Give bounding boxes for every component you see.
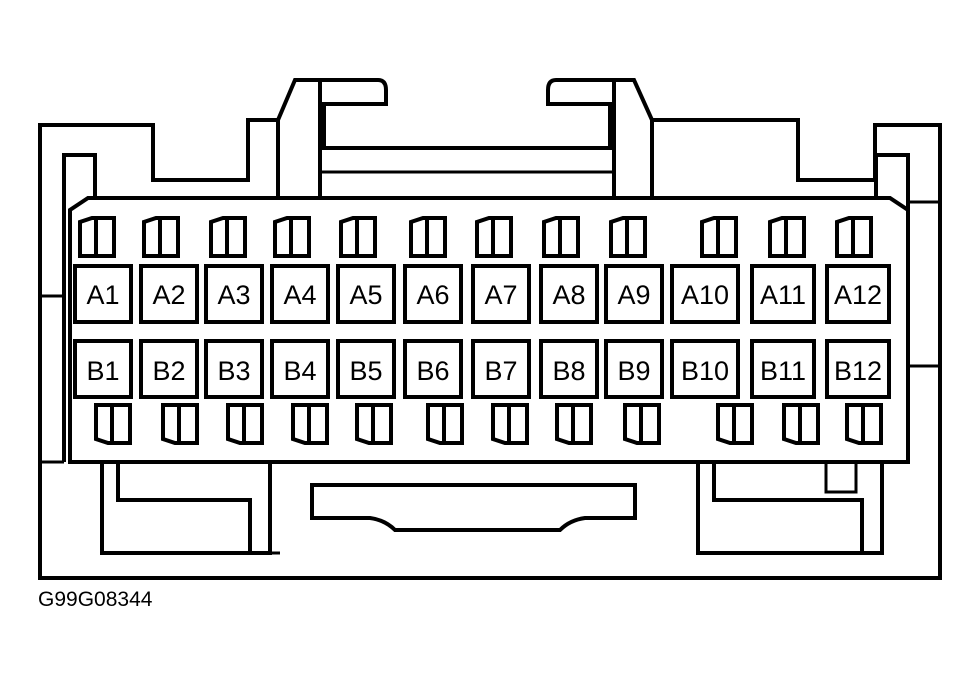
top-terminal-9 (609, 216, 647, 258)
top-terminal-4 (273, 216, 311, 258)
pin-label-a6: A6 (416, 280, 449, 310)
pin-cell-b3 (204, 339, 264, 399)
pin-label-a3: A3 (217, 280, 250, 310)
pin-cell-a9 (604, 264, 664, 324)
bottom-terminal-6 (426, 403, 464, 445)
bottom-terminal-7 (491, 403, 529, 445)
pin-label-b12: B12 (834, 356, 882, 386)
pin-cell-b10 (670, 339, 740, 399)
top-terminal-group (78, 216, 873, 258)
bottom-terminal-2 (161, 403, 199, 445)
pin-label-b11: B11 (760, 356, 806, 386)
bottom-terminal-group (94, 403, 883, 445)
pin-label-b6: B6 (416, 356, 449, 386)
top-terminal-10 (700, 216, 738, 258)
right-notch-tab (824, 462, 858, 494)
top-terminal-5 (339, 216, 377, 258)
bottom-terminal-11 (782, 403, 820, 445)
pin-cell-a1 (73, 264, 133, 324)
top-terminal-8 (542, 216, 580, 258)
pin-cell-b4 (270, 339, 330, 399)
pin-label-b9: B9 (617, 356, 650, 386)
connector-housing (38, 78, 942, 580)
bottom-terminal-12 (845, 403, 883, 445)
center-key (310, 483, 637, 532)
pin-cell-a12 (825, 264, 891, 324)
bottom-terminal-9 (623, 403, 661, 445)
top-terminal-7 (475, 216, 513, 258)
top-terminal-1 (78, 216, 116, 258)
pin-label-b7: B7 (484, 356, 517, 386)
right-latch-post (612, 80, 654, 198)
pin-label-a4: A4 (283, 280, 316, 310)
row-b-pins: B1 B2 B3 B4 B5 B6 B7 B8 B9 B10 B11 B12 (73, 339, 891, 399)
pin-cell-b2 (139, 339, 199, 399)
pin-cell-b6 (403, 339, 463, 399)
top-terminal-2 (142, 216, 180, 258)
pin-label-b4: B4 (283, 356, 316, 386)
connector-face (68, 196, 910, 464)
pin-cell-a8 (539, 264, 599, 324)
bottom-terminal-4 (291, 403, 329, 445)
pin-cell-a6 (403, 264, 463, 324)
left-side-rail (62, 153, 97, 462)
pin-label-a12: A12 (834, 280, 882, 310)
right-lock-tab (696, 462, 884, 555)
pin-cell-a2 (139, 264, 199, 324)
pin-label-b10: B10 (681, 356, 729, 386)
pin-cell-a4 (270, 264, 330, 324)
top-terminal-6 (409, 216, 447, 258)
bottom-terminal-1 (94, 403, 132, 445)
left-lock-tab (100, 462, 272, 555)
pin-cell-b1 (73, 339, 133, 399)
pin-cell-b12 (825, 339, 891, 399)
pin-label-b1: B1 (86, 356, 119, 386)
bottom-terminal-8 (555, 403, 593, 445)
pin-cell-b8 (539, 339, 599, 399)
pin-label-a2: A2 (152, 280, 185, 310)
pin-cell-b11 (750, 339, 816, 399)
bottom-terminal-10 (716, 403, 754, 445)
pin-label-a8: A8 (552, 280, 585, 310)
pin-label-a10: A10 (681, 280, 729, 310)
top-terminal-11 (768, 216, 806, 258)
pin-cell-a5 (336, 264, 396, 324)
pin-label-b2: B2 (152, 356, 185, 386)
pin-cell-b7 (471, 339, 531, 399)
pin-label-a11: A11 (760, 280, 806, 310)
bottom-terminal-5 (355, 403, 393, 445)
row-a-pins: A1 A2 A3 A4 A5 A6 A7 A8 A9 A10 A11 A12 (73, 264, 891, 324)
pin-cell-a10 (670, 264, 740, 324)
bottom-terminal-3 (226, 403, 264, 445)
pin-label-a1: A1 (86, 280, 119, 310)
figure-id: G99G08344 (38, 588, 153, 611)
pin-label-a9: A9 (617, 280, 650, 310)
pin-label-a7: A7 (484, 280, 517, 310)
pin-label-b8: B8 (552, 356, 585, 386)
pin-label-a5: A5 (349, 280, 382, 310)
pin-label-b3: B3 (217, 356, 250, 386)
top-terminal-3 (209, 216, 247, 258)
pin-cell-a7 (471, 264, 531, 324)
pin-cell-a11 (750, 264, 816, 324)
top-terminal-12 (835, 216, 873, 258)
left-latch-post (276, 80, 322, 198)
pin-label-b5: B5 (349, 356, 382, 386)
pin-cell-b9 (604, 339, 664, 399)
pin-cell-b5 (336, 339, 396, 399)
pin-cell-a3 (204, 264, 264, 324)
